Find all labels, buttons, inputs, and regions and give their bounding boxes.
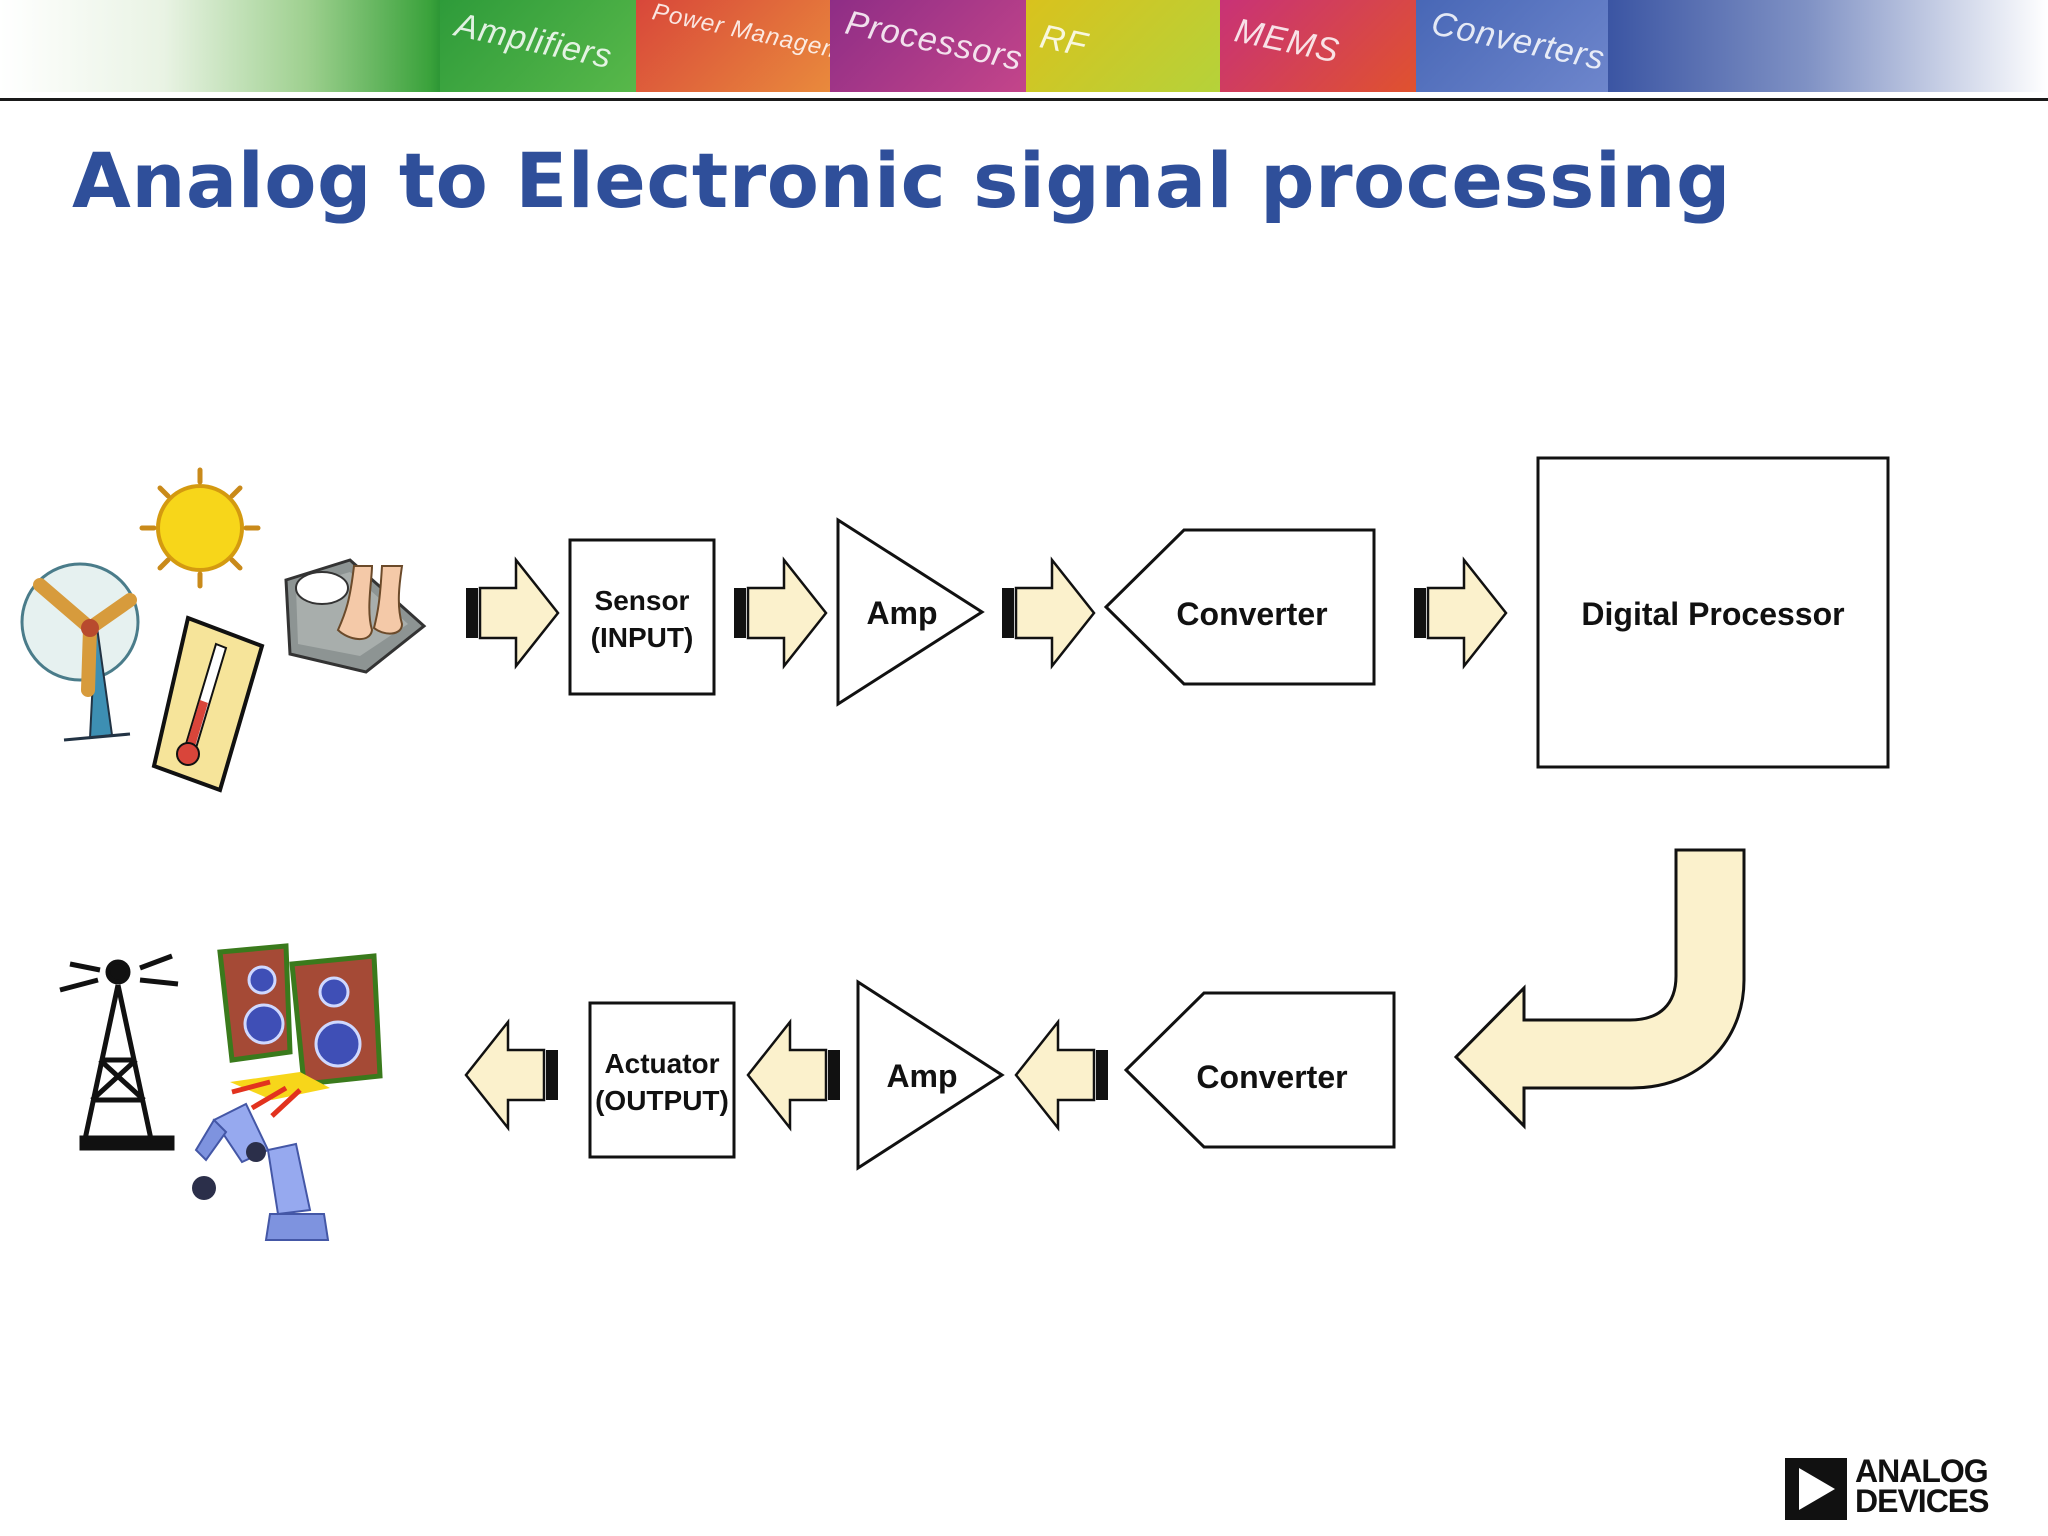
actuator-label: Actuator	[604, 1048, 719, 1079]
flow-arrow-2	[732, 558, 828, 668]
thermometer-icon	[151, 615, 265, 793]
digital-processor-label: Digital Processor	[1581, 596, 1844, 632]
analog-devices-logo: ANALOG DEVICES	[1785, 1453, 1995, 1520]
logo-triangle-icon	[1785, 1458, 1847, 1520]
header-tile-converters: Converters	[1416, 0, 1608, 92]
header-tile-rf: RF	[1026, 0, 1220, 92]
adc-converter-block: Converter	[1103, 528, 1376, 686]
sun-icon	[139, 467, 261, 589]
robot-arm-icon	[192, 1102, 330, 1241]
sensor-label: Sensor	[595, 585, 690, 616]
adc-converter-label: Converter	[1176, 596, 1327, 632]
wind-turbine-icon	[20, 562, 140, 742]
flow-arrow-5	[1014, 1020, 1110, 1130]
radio-tower-icon	[59, 953, 179, 1151]
speakers-icon	[217, 943, 383, 1118]
flow-arrow-3	[1000, 558, 1096, 668]
header-banner: Amplifiers Power Management Processors R…	[0, 0, 2048, 92]
sensor-input-block: Sensor (INPUT)	[568, 538, 716, 696]
flow-arrow-6	[746, 1020, 842, 1130]
header-rule	[0, 98, 2048, 101]
dac-converter-label: Converter	[1196, 1059, 1347, 1095]
digital-processor-block: Digital Processor	[1536, 456, 1890, 769]
actuator-sublabel: (OUTPUT)	[595, 1085, 729, 1116]
amp-output-block: Amp	[856, 979, 1005, 1171]
amp-input-label: Amp	[866, 595, 937, 631]
sensor-sublabel: (INPUT)	[591, 622, 694, 653]
dac-converter-block: Converter	[1123, 991, 1396, 1149]
header-tile-amplifiers: Amplifiers	[440, 0, 636, 92]
logo-line-1: ANALOG	[1855, 1453, 1989, 1489]
header-tile-mems: MEMS	[1220, 0, 1416, 92]
bathroom-scale-icon	[284, 558, 427, 674]
amp-input-block: Amp	[836, 517, 985, 707]
return-arrow	[1453, 848, 1746, 1130]
flow-arrow-7	[464, 1020, 560, 1130]
slide-title: Analog to Electronic signal processing	[72, 136, 1731, 225]
amp-output-label: Amp	[886, 1058, 957, 1094]
header-tile-processors: Processors	[830, 0, 1026, 92]
flow-arrow-1	[464, 558, 560, 668]
logo-line-2: DEVICES	[1855, 1483, 1989, 1519]
actuator-output-block: Actuator (OUTPUT)	[588, 1001, 736, 1159]
header-tile-power-management: Power Management	[636, 0, 830, 92]
flow-arrow-4	[1412, 558, 1508, 668]
